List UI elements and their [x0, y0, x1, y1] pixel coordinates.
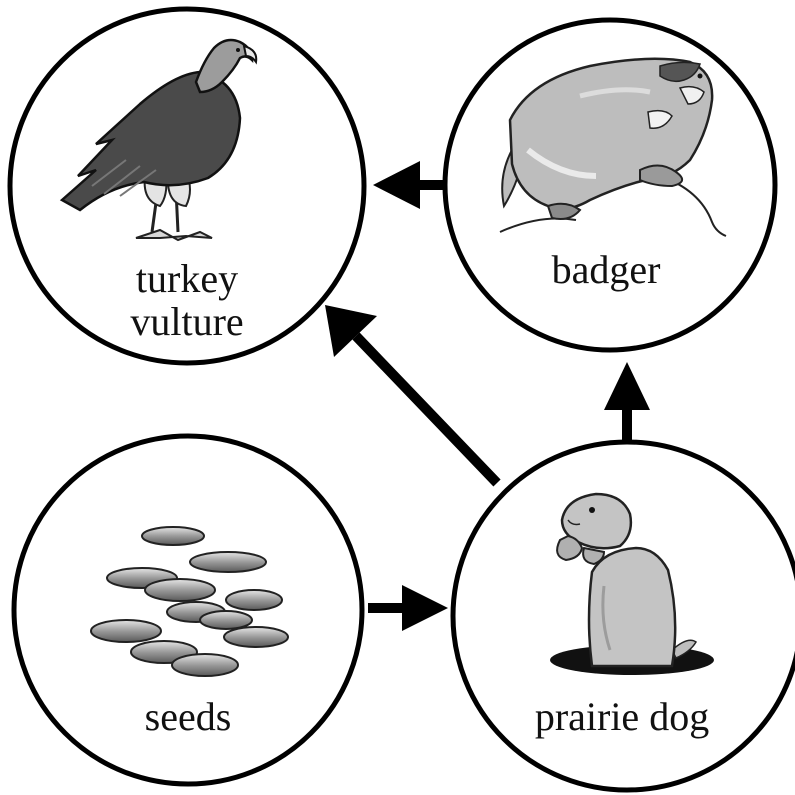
arrow-prairie-dog-to-turkey-vulture — [325, 305, 497, 483]
arrow-seeds-to-prairie-dog — [368, 585, 448, 631]
label-turkey: turkey — [136, 256, 238, 301]
seed — [200, 611, 252, 629]
seed — [145, 579, 215, 601]
label-prairie-dog: prairie dog — [535, 694, 709, 739]
seed — [91, 620, 161, 642]
arrow-badger-to-turkey-vulture — [373, 161, 445, 209]
seed — [190, 552, 266, 572]
label-badger: badger — [552, 247, 661, 292]
seed — [226, 590, 282, 610]
node-prairie-dog: prairie dog — [453, 442, 795, 790]
node-turkey-vulture: turkey vulture — [10, 9, 364, 363]
label-vulture: vulture — [130, 299, 243, 344]
node-badger: badger — [445, 20, 775, 350]
seed — [172, 654, 238, 676]
seed — [224, 627, 288, 647]
node-seeds: seeds — [14, 436, 362, 784]
label-seeds: seeds — [145, 694, 232, 739]
seed — [142, 527, 204, 545]
arrow-prairie-dog-to-badger — [604, 362, 650, 440]
